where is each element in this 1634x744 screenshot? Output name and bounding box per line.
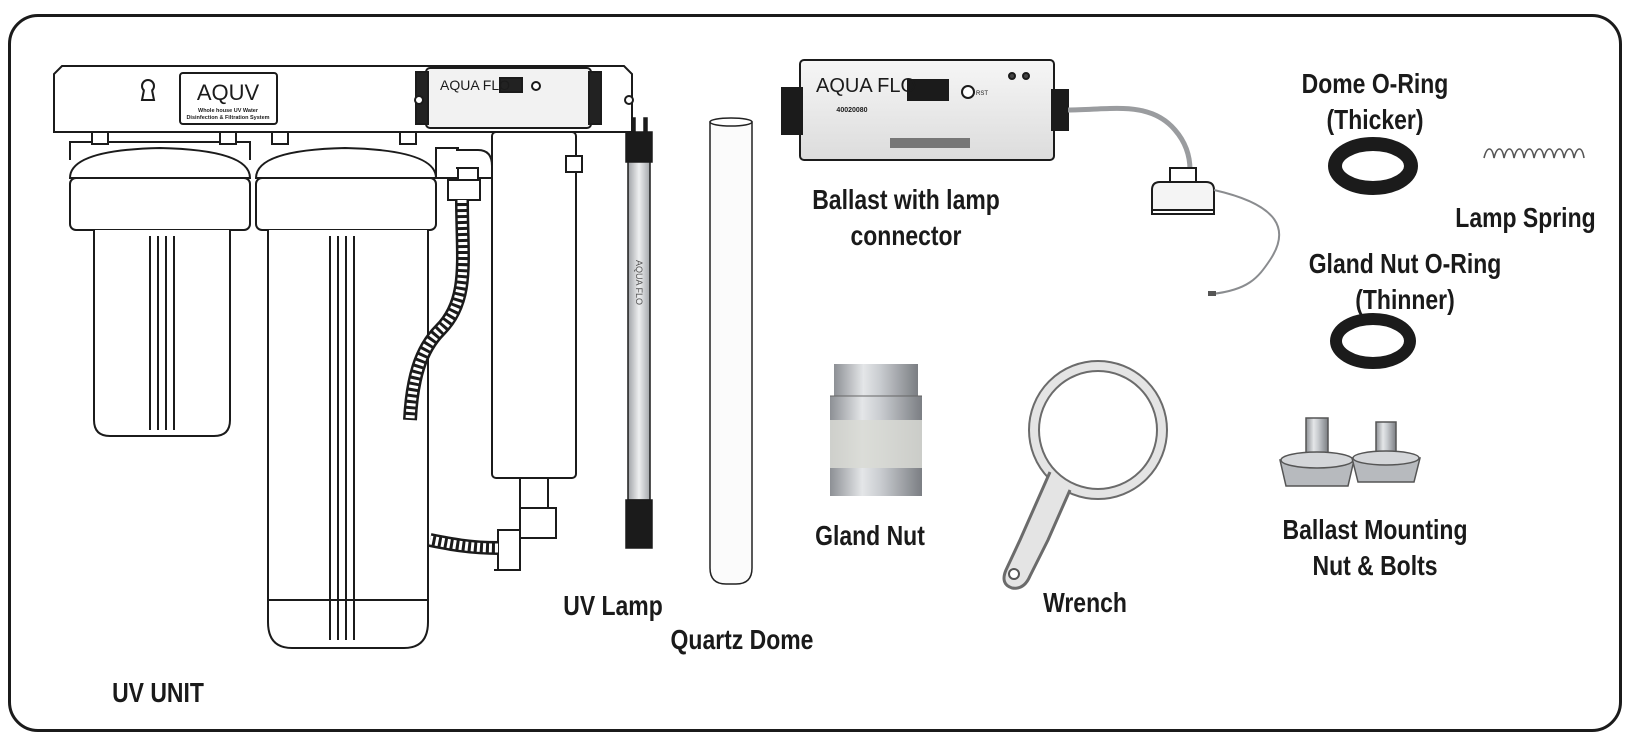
- gland-nut-illustration: [830, 364, 922, 496]
- label-gland-oring: Gland Nut O-Ring (Thinner): [1303, 246, 1508, 318]
- label-quartz-dome: Quartz Dome: [670, 624, 814, 655]
- gland-oring-illustration: [1330, 313, 1416, 369]
- label-gland-oring-line1: Gland Nut O-Ring: [1308, 248, 1502, 279]
- unit-brand-logo: AQUV: [197, 80, 260, 105]
- label-mounting-line1: Ballast Mounting: [1282, 514, 1468, 545]
- uv-unit-illustration: [53, 65, 634, 649]
- unit-ballast-brand: AQUA FLO: [440, 77, 510, 93]
- dome-oring-illustration: [1328, 137, 1418, 195]
- label-ballast: Ballast with lamp connector: [808, 182, 1005, 254]
- diagram-frame: [8, 14, 1622, 732]
- label-gland-oring-line2: (Thinner): [1355, 283, 1455, 315]
- wrench-illustration: [1002, 360, 1168, 590]
- label-dome-oring: Dome O-Ring (Thicker): [1289, 66, 1461, 138]
- label-mounting: Ballast Mounting Nut & Bolts: [1273, 512, 1478, 584]
- lamp-brand-text: AQUA FLO: [634, 260, 644, 305]
- lamp-spring-illustration: [1483, 148, 1585, 159]
- label-gland-nut: Gland Nut: [815, 520, 925, 551]
- label-wrench: Wrench: [1043, 587, 1127, 618]
- label-dome-oring-line1: Dome O-Ring: [1301, 68, 1449, 99]
- label-ballast-line1: Ballast with lamp: [812, 184, 1000, 215]
- label-uv-unit: UV UNIT: [112, 677, 204, 708]
- label-uv-lamp: UV Lamp: [563, 590, 663, 621]
- unit-tagline-1: Whole house UV Water: [198, 108, 259, 114]
- uv-lamp-illustration: [625, 117, 653, 549]
- unit-tagline-2: Disinfection & Filtration System: [186, 115, 269, 121]
- mounting-bolts-illustration: [1279, 417, 1421, 487]
- label-dome-oring-line2: (Thicker): [1326, 103, 1424, 135]
- quartz-dome-illustration: [709, 117, 753, 585]
- ballast-model-number: 40020080: [836, 107, 867, 114]
- ballast-brand-logo: AQUA FLO: [816, 75, 916, 97]
- label-mounting-line2: Nut & Bolts: [1312, 549, 1438, 581]
- ballast-illustration: [781, 59, 1281, 296]
- label-ballast-line2: connector: [850, 219, 962, 251]
- label-lamp-spring: Lamp Spring: [1455, 202, 1596, 233]
- ballast-rst-text: RST: [976, 91, 988, 97]
